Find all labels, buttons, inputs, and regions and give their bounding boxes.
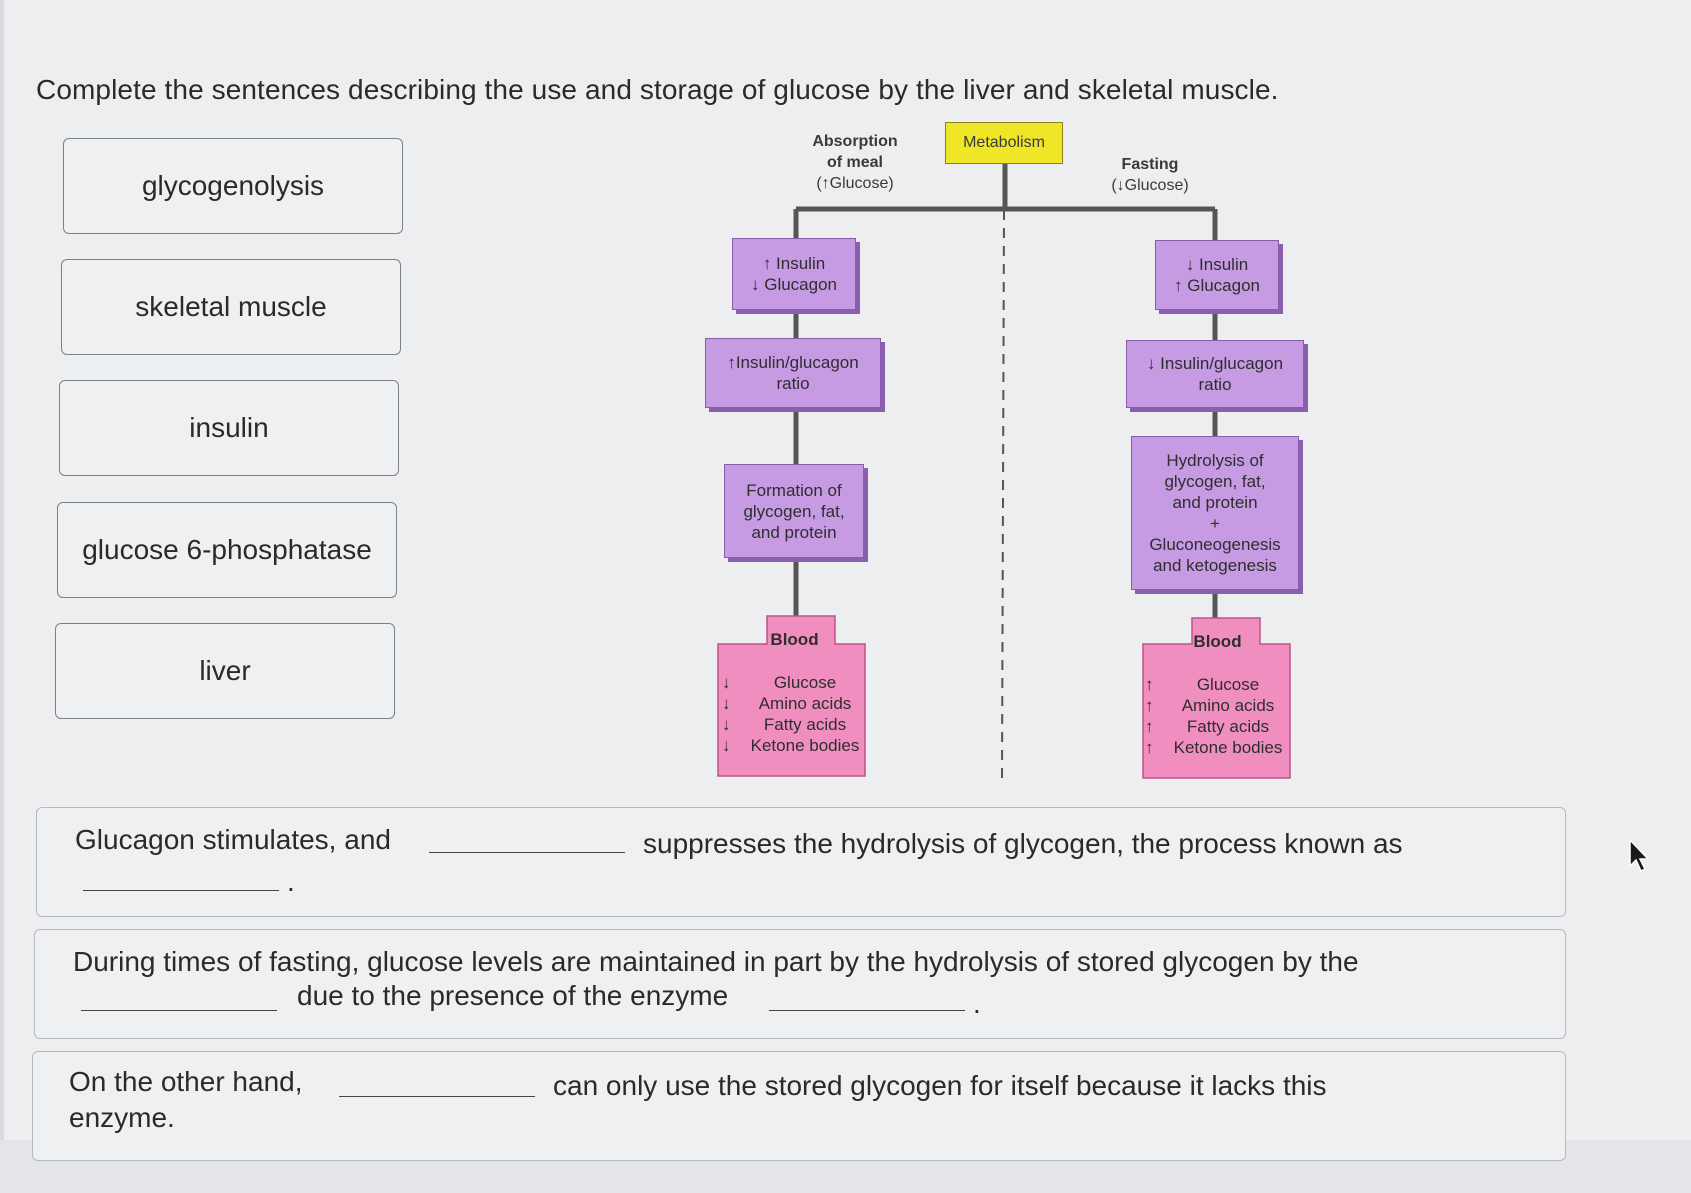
absorption-blood-glucose: ↓Glucose — [722, 673, 837, 692]
sentence-2-box: During times of fasting, glucose levels … — [34, 929, 1566, 1039]
page-edge — [0, 0, 4, 1193]
down-arrow-icon: ↓ — [722, 673, 731, 692]
absorption-process-line1: Formation of — [746, 480, 842, 500]
absorption-ratio-line2: ratio — [776, 374, 810, 393]
sentence-3-box: On the other hand, can only use the stor… — [32, 1051, 1566, 1161]
sentence-1-blank-1[interactable] — [429, 852, 625, 853]
sentence-2-blank-1[interactable] — [81, 1010, 277, 1011]
fasting-ratio-line2: ratio — [1198, 375, 1232, 394]
down-arrow-icon: ↓ — [722, 715, 731, 734]
sentence-1-text-2: suppresses the hydrolysis of glycogen, t… — [643, 828, 1403, 859]
up-arrow-icon: ↑ — [1145, 738, 1154, 757]
fasting-blood-fatty-acids: ↑Fatty acids — [1145, 717, 1270, 736]
sentence-3-text-2: can only use the stored glycogen for its… — [553, 1070, 1327, 1101]
answer-chip-insulin[interactable]: insulin — [59, 380, 399, 476]
absorption-process-line3: and protein — [751, 522, 837, 542]
fasting-header: Fasting (↓Glucose) — [1090, 154, 1210, 196]
sentence-1-period: . — [287, 866, 295, 897]
fasting-hormone-insulin: ↓ Insulin — [1185, 255, 1249, 274]
fasting-process-line3: and protein — [1172, 493, 1258, 512]
fasting-header-line2: (↓Glucose) — [1111, 177, 1189, 194]
fasting-blood-glucose: ↑Glucose — [1145, 675, 1260, 694]
absorption-ratio-box: ↑Insulin/glucagon ratio — [705, 338, 881, 408]
absorption-header-line2: of meal — [826, 154, 883, 171]
sentence-3-text-1: On the other hand, — [69, 1066, 303, 1097]
fasting-blood-title: Blood — [1193, 632, 1242, 651]
absorption-ratio-line1: ↑Insulin/glucagon — [727, 353, 859, 372]
absorption-header-line3: (↑Glucose) — [816, 175, 894, 192]
answer-chip-skeletal-muscle[interactable]: skeletal muscle — [61, 259, 401, 355]
fasting-process-plus: + — [1210, 514, 1220, 533]
sentence-2-text-2: due to the presence of the enzyme — [297, 980, 729, 1011]
up-arrow-icon: ↑ — [1145, 696, 1154, 715]
fasting-process-line1: Hydrolysis of — [1166, 451, 1264, 470]
fasting-process-line6: and ketogenesis — [1153, 556, 1277, 575]
absorption-process-box: Formation of glycogen, fat, and protein — [724, 464, 864, 558]
absorption-header: Absorption of meal (↑Glucose) — [790, 131, 920, 194]
sentence-1-box: Glucagon stimulates, and suppresses the … — [36, 807, 1566, 917]
sentence-2-text-1: During times of fasting, glucose levels … — [73, 946, 1359, 977]
fasting-process-box: Hydrolysis of glycogen, fat, and protein… — [1131, 436, 1299, 590]
absorption-blood-box: Blood ↓Glucose ↓Amino acids ↓Fatty acids… — [712, 616, 877, 776]
answer-chip-glucose-6-phosphatase[interactable]: glucose 6-phosphatase — [57, 502, 397, 598]
fasting-hormone-glucagon: ↑ Glucagon — [1174, 276, 1260, 295]
absorption-blood-title: Blood — [770, 630, 819, 649]
metabolism-box: Metabolism — [945, 122, 1063, 164]
fasting-blood-amino-acids: ↑Amino acids — [1145, 696, 1275, 715]
sentence-2-period: . — [973, 988, 981, 1019]
fasting-process-line2: glycogen, fat, — [1164, 472, 1266, 491]
fasting-blood-ketone-bodies: ↑Ketone bodies — [1145, 738, 1283, 757]
fasting-hormones-box: ↓ Insulin ↑ Glucagon — [1155, 240, 1279, 310]
up-arrow-icon: ↑ — [1145, 675, 1154, 694]
diagram-connectors — [717, 164, 1291, 779]
sentence-1-text-1: Glucagon stimulates, and — [75, 824, 391, 855]
absorption-blood-fatty-acids: ↓Fatty acids — [722, 715, 847, 734]
absorption-hormones-box: ↑ Insulin ↓ Glucagon — [732, 238, 856, 310]
sentence-3-blank-1[interactable] — [339, 1096, 535, 1097]
absorption-blood-amino-acids: ↓Amino acids — [722, 694, 852, 713]
fasting-ratio-line1: ↓ Insulin/glucagon — [1146, 354, 1284, 373]
down-arrow-icon: ↓ — [722, 736, 731, 755]
metabolism-diagram: Absorption of meal (↑Glucose) Metabolism… — [680, 118, 1320, 790]
fasting-header-line1: Fasting — [1121, 156, 1179, 173]
mouse-cursor-icon — [1629, 838, 1650, 873]
sentence-1-blank-2[interactable] — [83, 890, 279, 891]
absorption-hormone-glucagon: ↓ Glucagon — [751, 275, 837, 294]
absorption-hormone-insulin: ↑ Insulin — [762, 254, 826, 273]
absorption-process-line2: glycogen, fat, — [743, 501, 845, 521]
fasting-process-line5: Gluconeogenesis — [1149, 535, 1281, 554]
sentence-2-blank-2[interactable] — [769, 1010, 965, 1011]
answer-chip-liver[interactable]: liver — [55, 623, 395, 719]
answer-chip-glycogenolysis[interactable]: glycogenolysis — [63, 138, 403, 234]
up-arrow-icon: ↑ — [1145, 717, 1154, 736]
question-title: Complete the sentences describing the us… — [36, 74, 1279, 105]
sentence-3-text-3: enzyme. — [69, 1102, 175, 1133]
absorption-header-line1: Absorption — [812, 133, 898, 150]
down-arrow-icon: ↓ — [722, 694, 731, 713]
fasting-ratio-box: ↓ Insulin/glucagon ratio — [1126, 340, 1304, 408]
fasting-blood-box: Blood ↑Glucose ↑Amino acids ↑Fatty acids… — [1135, 618, 1300, 778]
absorption-blood-ketone-bodies: ↓Ketone bodies — [722, 736, 860, 755]
